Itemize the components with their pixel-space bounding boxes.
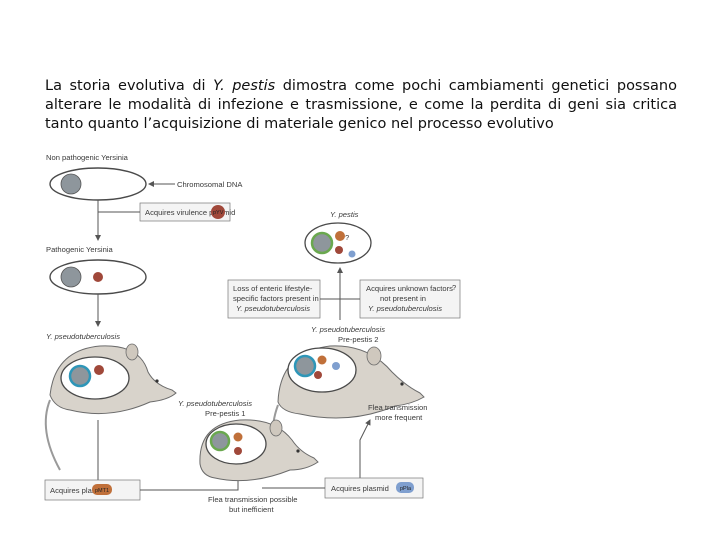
pmt1-icon [92,484,112,495]
label-non-pathogenic: Non pathogenic Yersinia [46,153,129,162]
label-pre1-2: Pre-pestis 1 [205,409,246,418]
box-loss-factors [227,279,321,319]
label-loss-1: Loss of enteric lifestyle- [233,284,313,293]
intro-text-1: La storia evolutiva di [45,78,214,94]
chromosome-icon-2 [60,266,82,288]
pyv-icon [211,205,225,219]
label-unknown-3: Y. pseudotuberculosis [368,304,442,313]
label-y-pestis: Y. pestis [330,210,359,219]
pestis-chromosome-icon [310,231,334,255]
chromosome-icon [60,173,82,195]
label-pla: pPla [400,486,412,492]
label-loss-3: Y. pseudotuberculosis [236,304,310,313]
label-acquires-plasmid-2: Acquires plasmid [331,484,389,493]
arrow-to-pathogenic [95,211,140,241]
pestis-pmt1-icon [335,231,345,241]
mouse-pre-pestis-2 [271,345,425,471]
arrow-to-pre2 [359,419,371,485]
pyv-plasmid-icon [93,272,103,282]
pla-icon [396,482,414,493]
intro-species: Y. pestis [213,78,276,94]
label-pathogenic: Pathogenic Yersinia [46,245,113,254]
label-flea-possible-1: Flea transmission possible [208,495,297,504]
pestis-pyv-icon [335,246,343,254]
label-pre1-1: Y. pseudotuberculosis [178,399,252,408]
label-question-1: ? [345,233,349,242]
label-question-2: ? [452,283,456,292]
intro-text-2: dimostra come pochi cambiamenti genetici… [45,78,677,132]
label-pyv-1: pYV [213,210,224,216]
label-unknown-1: Acquires unknown factors [366,284,453,293]
label-pre2-2: Pre-pestis 2 [338,335,379,344]
label-pmt1: pMT1 [95,488,109,494]
label-acquires-virulence: Acquires virulence plasmid [145,208,235,217]
label-pre2-1: Y. pseudotuberculosis [311,325,385,334]
mouse-pseudotb [44,343,177,471]
label-flea-frequent-2: more frequent [375,413,423,422]
label-loss-2: specific factors present in [233,294,319,303]
mouse-pre-pestis-1 [199,419,319,482]
label-flea-frequent-1: Flea transmission [368,403,428,412]
intro-paragraph: La storia evolutiva di Y. pestis dimostr… [45,77,677,134]
label-flea-possible-2: but inefficient [229,505,274,514]
label-chromosomal-dna: Chromosomal DNA [177,180,243,189]
pestis-pla-icon [348,250,356,258]
label-acquires-plasmid-1: Acquires plasmid [50,486,108,495]
label-pseudotb: Y. pseudotuberculosis [46,332,120,341]
label-unknown-2: not present in [380,294,426,303]
